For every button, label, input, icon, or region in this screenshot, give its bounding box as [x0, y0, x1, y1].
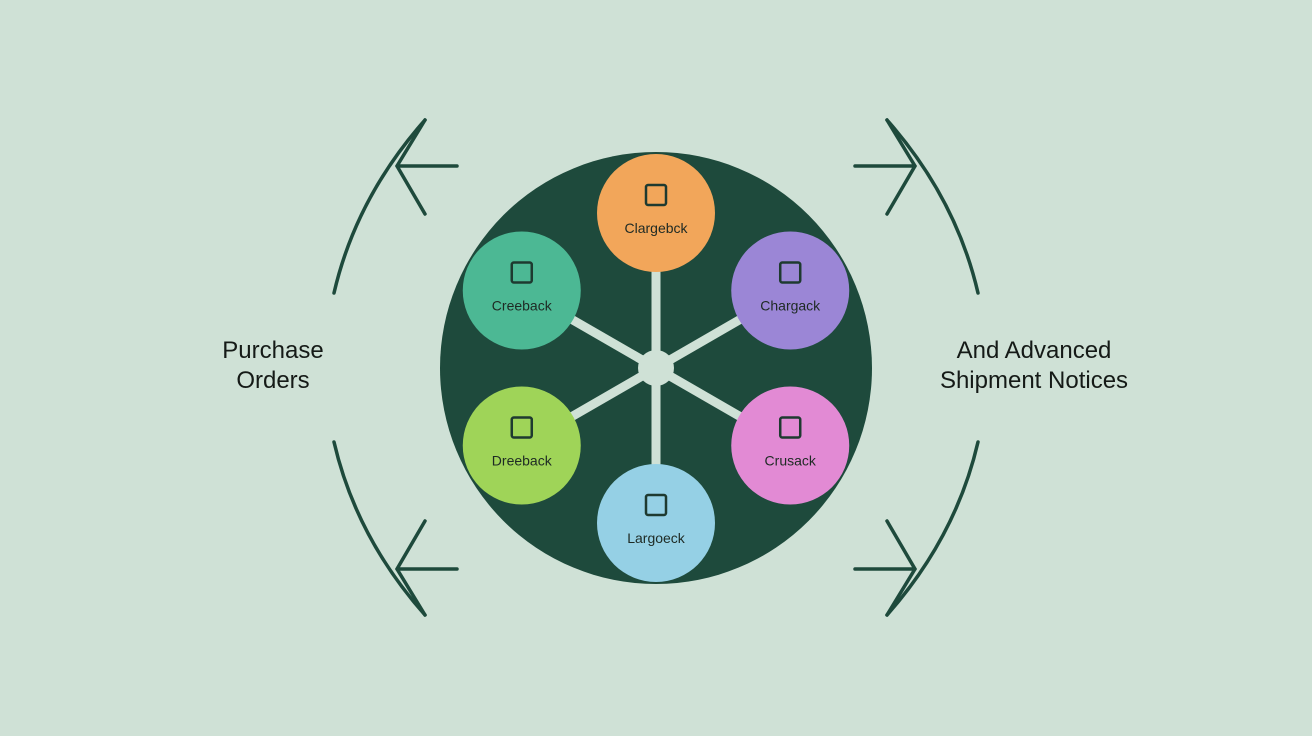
hub-node: Chargack [731, 231, 850, 350]
node-circle [597, 464, 715, 582]
node-circle [731, 386, 850, 505]
left-top-arc [332, 118, 427, 295]
left-arrows [332, 118, 459, 617]
left-bottom-arrowhead [394, 519, 459, 617]
square-outline-icon [644, 183, 668, 207]
node-circle [462, 386, 581, 505]
right-label-line2: Shipment Notices [939, 367, 1129, 394]
hub-node: Creeback [462, 231, 581, 350]
node-label: Dreeback [492, 453, 553, 469]
node-circle [597, 154, 715, 272]
shipment-notices-label: And Advanced Shipment Notices [904, 336, 1164, 396]
hub-node: Dreeback [462, 386, 581, 505]
right-label-line1: And Advanced [956, 337, 1112, 364]
hub-node: Crusack [731, 386, 850, 505]
purchase-orders-label: Purchase Orders [198, 336, 348, 396]
left-top-arrowhead [394, 118, 459, 216]
left-label-line1: Purchase [222, 337, 324, 364]
node-circle [731, 231, 850, 350]
left-label-line2: Orders [236, 367, 310, 394]
node-circle [462, 231, 581, 350]
node-label: Chargack [760, 298, 821, 314]
hub-node: Clargebck [597, 154, 715, 272]
square-outline-icon [778, 416, 802, 439]
square-outline-icon [510, 416, 534, 439]
node-label: Clargebck [624, 220, 688, 236]
node-label: Creeback [492, 298, 553, 314]
square-outline-icon [778, 261, 802, 284]
right-top-arc [885, 118, 980, 295]
left-bottom-arc [332, 440, 427, 617]
right-bottom-arrowhead [853, 519, 918, 617]
node-label: Crusack [765, 453, 817, 469]
hub-node: Largoeck [597, 464, 715, 582]
hub-center [638, 350, 674, 386]
square-outline-icon [510, 261, 534, 284]
right-arrows [853, 118, 980, 617]
right-top-arrowhead [853, 118, 918, 216]
square-outline-icon [644, 493, 668, 517]
node-label: Largoeck [627, 530, 686, 546]
right-bottom-arc [885, 440, 980, 617]
